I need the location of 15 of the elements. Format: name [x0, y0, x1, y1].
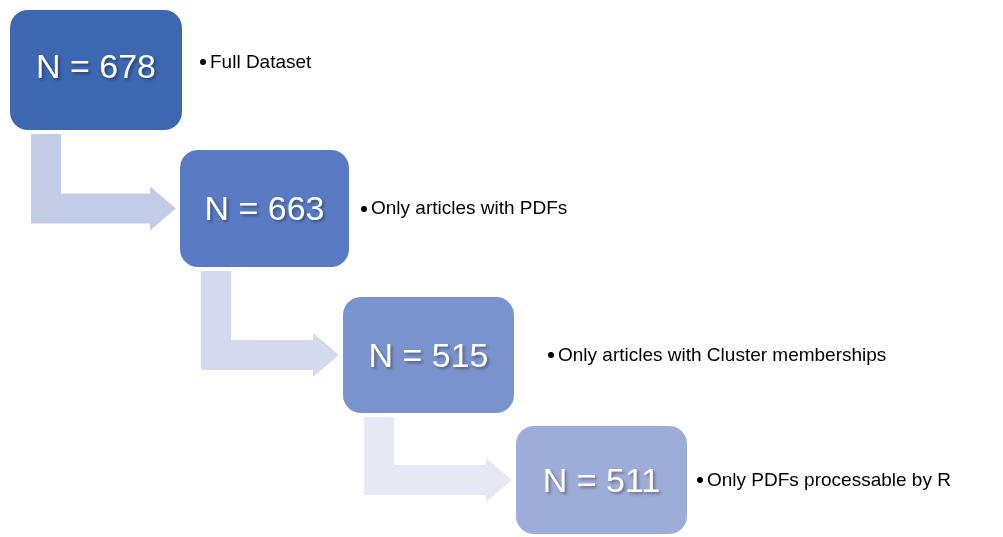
criterion-text: Only articles with PDFs — [371, 196, 568, 221]
count-text: N = 678 — [36, 45, 156, 87]
count-text: N = 663 — [204, 188, 325, 229]
bent-arrow — [201, 271, 339, 377]
count-text: N = 515 — [368, 334, 489, 376]
count-box — [516, 426, 687, 534]
count-box — [10, 10, 182, 130]
count-box — [343, 297, 514, 413]
criterion-text: Only PDFs processable by R — [707, 467, 951, 492]
bent-arrow — [364, 417, 512, 502]
count-box — [180, 150, 349, 267]
bent-arrow — [31, 134, 176, 231]
criterion-text: Full Dataset — [210, 49, 312, 74]
criterion-text: Only articles with Cluster memberships — [558, 342, 887, 367]
count-text: N = 511 — [542, 459, 661, 501]
